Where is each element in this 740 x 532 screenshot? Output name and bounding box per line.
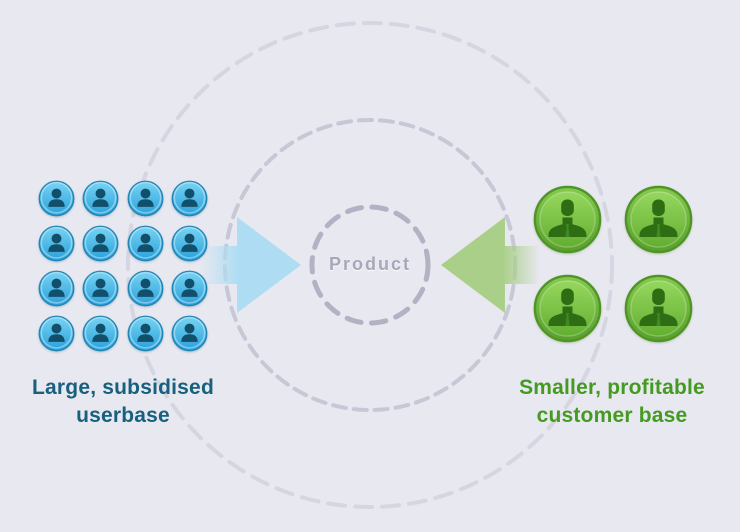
user-icon-blue bbox=[82, 315, 119, 352]
user-icon-blue bbox=[38, 270, 75, 307]
subsidised-userbase-group bbox=[38, 180, 208, 352]
userbase-label-line1: Large, subsidised bbox=[32, 376, 214, 399]
user-icon-blue bbox=[82, 225, 119, 262]
user-icon-blue bbox=[82, 180, 119, 217]
user-icon-blue bbox=[127, 270, 164, 307]
user-icon-green bbox=[624, 274, 693, 343]
product-label: Product bbox=[328, 254, 411, 274]
blue-arrow bbox=[200, 217, 301, 313]
user-icon-blue bbox=[38, 315, 75, 352]
user-icon-blue bbox=[171, 180, 208, 217]
user-icon-green bbox=[624, 185, 693, 254]
user-icon-green bbox=[533, 185, 602, 254]
user-icon-green bbox=[533, 274, 602, 343]
customer-base-label: Smaller, profitable customer base bbox=[497, 374, 727, 430]
user-icon-blue bbox=[82, 270, 119, 307]
customer-base-label-line2: customer base bbox=[536, 404, 688, 428]
user-icon-blue bbox=[127, 225, 164, 262]
userbase-label-line2: userbase bbox=[76, 404, 170, 428]
user-icon-blue bbox=[171, 315, 208, 352]
userbase-label: Large, subsidised userbase bbox=[3, 374, 243, 430]
user-icon-blue bbox=[38, 180, 75, 217]
outer-dashed-circle bbox=[126, 21, 614, 509]
user-icon-blue bbox=[127, 315, 164, 352]
user-icon-blue bbox=[171, 225, 208, 262]
customer-base-group bbox=[533, 185, 693, 343]
customer-base-label-line1: Smaller, profitable bbox=[519, 376, 705, 399]
green-arrow bbox=[441, 217, 540, 313]
user-icon-blue bbox=[171, 270, 208, 307]
user-icon-blue bbox=[38, 225, 75, 262]
product-dashed-circle bbox=[309, 204, 431, 326]
user-icon-blue bbox=[127, 180, 164, 217]
